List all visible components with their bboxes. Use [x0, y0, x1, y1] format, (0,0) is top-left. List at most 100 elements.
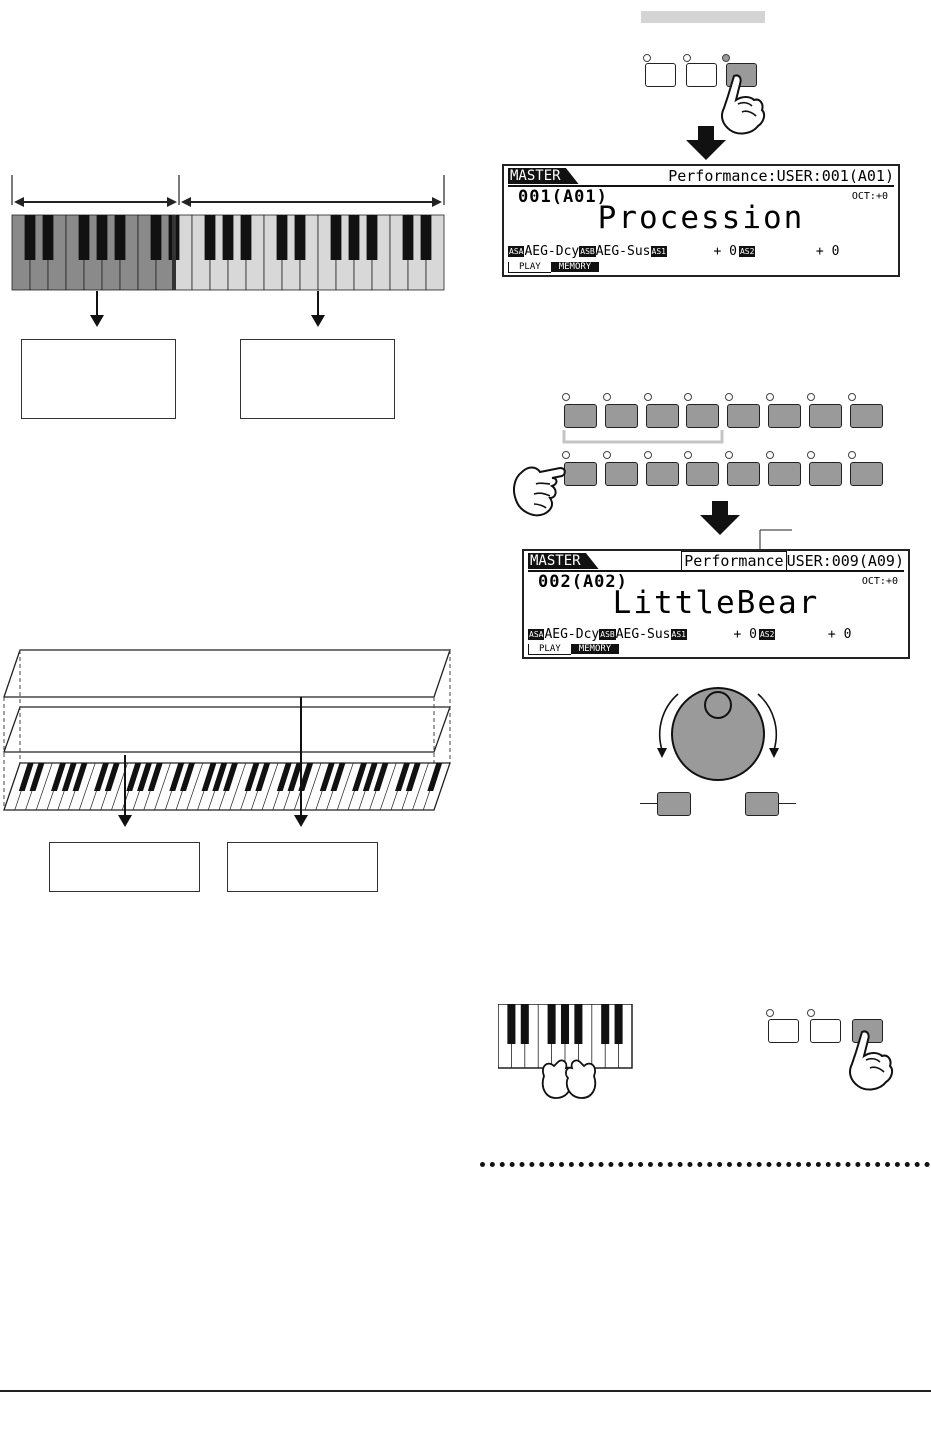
- key-divider: [336, 762, 354, 811]
- bank-button-led: [847, 393, 856, 401]
- asa-badge: ASA: [508, 246, 525, 257]
- black-key: [42, 215, 54, 260]
- key-divider: [379, 762, 397, 811]
- mode-button-2[interactable]: [686, 63, 717, 87]
- number-button-7[interactable]: [808, 462, 842, 486]
- black-key: [24, 215, 36, 260]
- number-button-4[interactable]: [686, 462, 720, 486]
- mode-button-1[interactable]: [645, 63, 676, 87]
- number-button-2[interactable]: [604, 462, 638, 486]
- number-button-3[interactable]: [645, 462, 679, 486]
- key-divider: [229, 762, 247, 811]
- as2-value: + 0: [815, 244, 840, 259]
- number-button-6[interactable]: [768, 462, 801, 486]
- bank-button-1[interactable]: [564, 404, 597, 428]
- octave-readout: OCT:+0: [851, 191, 888, 202]
- black-key: [147, 763, 163, 791]
- black-key: [78, 215, 90, 260]
- asb-badge: ASB: [599, 629, 616, 640]
- black-key: [287, 763, 303, 791]
- bank-bracket: [562, 430, 724, 444]
- bank-button-6[interactable]: [768, 404, 801, 428]
- footer-rule: [0, 1390, 931, 1392]
- mode-button-4[interactable]: [768, 1019, 799, 1043]
- number-button-led: [643, 451, 652, 459]
- number-button-8[interactable]: [849, 462, 883, 486]
- performance-number: 001(A01): [518, 187, 608, 207]
- mode-led-4: [766, 1009, 774, 1017]
- black-key: [298, 763, 314, 791]
- number-button-led: [725, 451, 734, 459]
- key-divider: [261, 762, 279, 811]
- data-dial[interactable]: [648, 678, 788, 790]
- octave-readout: OCT:+0: [861, 576, 898, 587]
- header-rule: [508, 185, 894, 187]
- bank-button-4[interactable]: [686, 404, 720, 428]
- mode-led-3: [722, 54, 730, 62]
- black-key: [319, 763, 335, 791]
- split-keyboard-diagram: [11, 175, 445, 327]
- black-key: [244, 763, 260, 791]
- header-location: USER:009(A09): [786, 552, 904, 570]
- black-key: [201, 763, 217, 791]
- black-key: [223, 763, 238, 791]
- mode-led-5: [807, 1009, 815, 1017]
- asa-badge: ASA: [528, 629, 545, 640]
- black-key: [255, 763, 271, 791]
- asb-badge: ASB: [579, 246, 596, 257]
- lcd-display-1: MASTER Performance:USER:001(A01) 001(A01…: [502, 164, 900, 277]
- inc-button[interactable]: [745, 792, 779, 816]
- number-button-5[interactable]: [727, 462, 761, 486]
- bank-button-2[interactable]: [604, 404, 638, 428]
- bank-button-led: [725, 393, 734, 401]
- mode-button-5[interactable]: [810, 1019, 841, 1043]
- pressing-hand-icon-2: [849, 1030, 894, 1091]
- black-key: [72, 763, 88, 791]
- upper-part-box: [240, 339, 395, 419]
- black-key: [520, 1004, 529, 1044]
- black-key: [574, 1004, 583, 1044]
- black-key: [402, 215, 414, 260]
- as2-badge: AS2: [738, 246, 756, 257]
- down-arrow-2: [700, 501, 740, 535]
- tab-memory[interactable]: MEMORY: [570, 644, 620, 654]
- black-key: [212, 763, 228, 791]
- bank-button-8[interactable]: [849, 404, 883, 428]
- black-key: [507, 1004, 516, 1044]
- number-button-led: [766, 451, 774, 459]
- black-key: [137, 763, 152, 791]
- black-key: [601, 1004, 610, 1044]
- dec-button[interactable]: [657, 792, 691, 816]
- as1-badge: AS1: [650, 246, 667, 257]
- header-rule: [528, 570, 904, 572]
- black-key: [373, 763, 389, 791]
- black-key: [29, 763, 45, 791]
- tab-play[interactable]: PLAY: [528, 644, 571, 655]
- number-button-1[interactable]: [564, 462, 597, 486]
- bank-button-7[interactable]: [808, 404, 842, 428]
- black-key: [240, 215, 252, 260]
- callout-line: [759, 529, 792, 550]
- number-button-led: [562, 451, 570, 459]
- tab-play[interactable]: PLAY: [508, 262, 551, 273]
- bank-button-led: [684, 393, 693, 401]
- lower-part-box: [21, 339, 176, 419]
- pressing-hand-icon: [721, 74, 766, 135]
- black-key: [427, 763, 443, 791]
- as1-value: + 0: [733, 627, 757, 642]
- black-key: [51, 763, 66, 791]
- bank-button-5[interactable]: [727, 404, 761, 428]
- asb-value: AEG-Sus: [595, 244, 651, 259]
- bank-button-3[interactable]: [645, 404, 679, 428]
- tab-memory[interactable]: MEMORY: [550, 262, 600, 272]
- key-divider: [35, 762, 53, 811]
- performance-number: 002(A02): [538, 572, 628, 592]
- split-point-marker: [172, 215, 176, 290]
- black-key: [547, 1004, 556, 1044]
- bank-button-led: [562, 393, 570, 401]
- as2-badge: AS2: [758, 629, 776, 640]
